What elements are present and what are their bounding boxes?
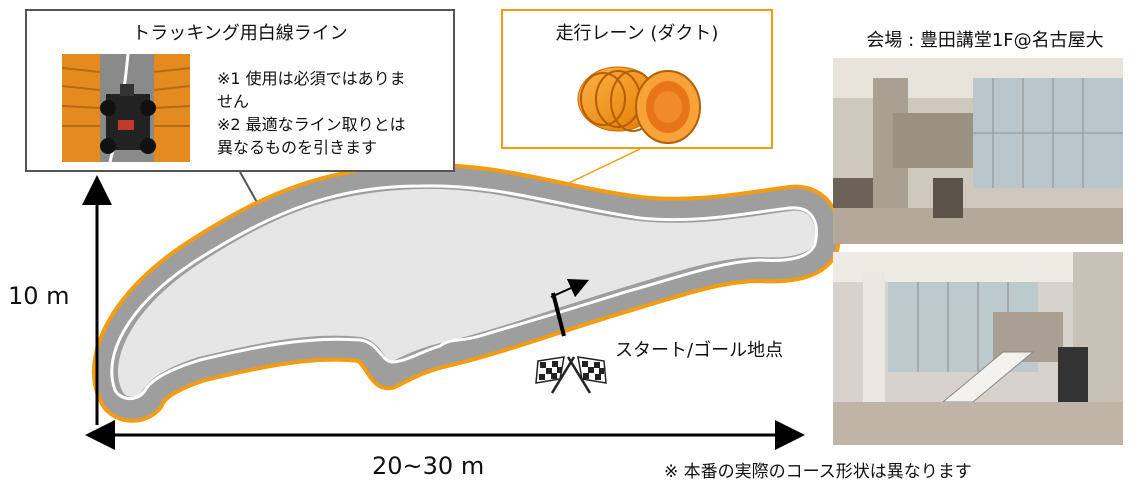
duct-lane-callout: 走行レーン (ダクト) <box>501 9 773 149</box>
height-label: 10 m <box>8 282 70 310</box>
venue-photo-upper <box>833 58 1123 244</box>
venue-photo-lower <box>833 252 1123 445</box>
start-line <box>551 292 566 337</box>
tracking-notes: ※1 使用は必須ではありま せん ※2 最適なライン取りとは 異なるものを引きま… <box>217 67 447 159</box>
tracking-note-1-cont: せん <box>217 92 250 111</box>
direction-arrow <box>550 278 590 298</box>
tracking-note-1: ※1 使用は必須ではありま <box>217 69 406 88</box>
width-label: 20~30 m <box>372 452 485 480</box>
duct-photo <box>577 66 701 144</box>
duct-box-title: 走行レーン (ダクト) <box>555 23 719 44</box>
checkered-flag-icon <box>535 356 607 394</box>
venue-title: 会場 : 豊田講堂1F@名古屋大 <box>866 30 1104 51</box>
track <box>91 162 841 423</box>
tracking-white-line <box>110 184 818 400</box>
start-goal-label: スタート/ゴール地点 <box>615 340 784 361</box>
tracking-note-2: ※2 最適なライン取りとは <box>217 115 406 134</box>
tracking-line-callout: トラッキング用白線ライン ※1 使用は必須ではありま せん ※2 最適なライン取… <box>25 9 455 172</box>
robot-car-photo <box>62 54 190 162</box>
tracking-note-2-cont: 異なるものを引きます <box>217 138 378 157</box>
tracking-box-title: トラッキング用白線ライン <box>132 23 348 44</box>
disclaimer-note: ※ 本番の実際のコース形状は異なります <box>664 462 972 482</box>
